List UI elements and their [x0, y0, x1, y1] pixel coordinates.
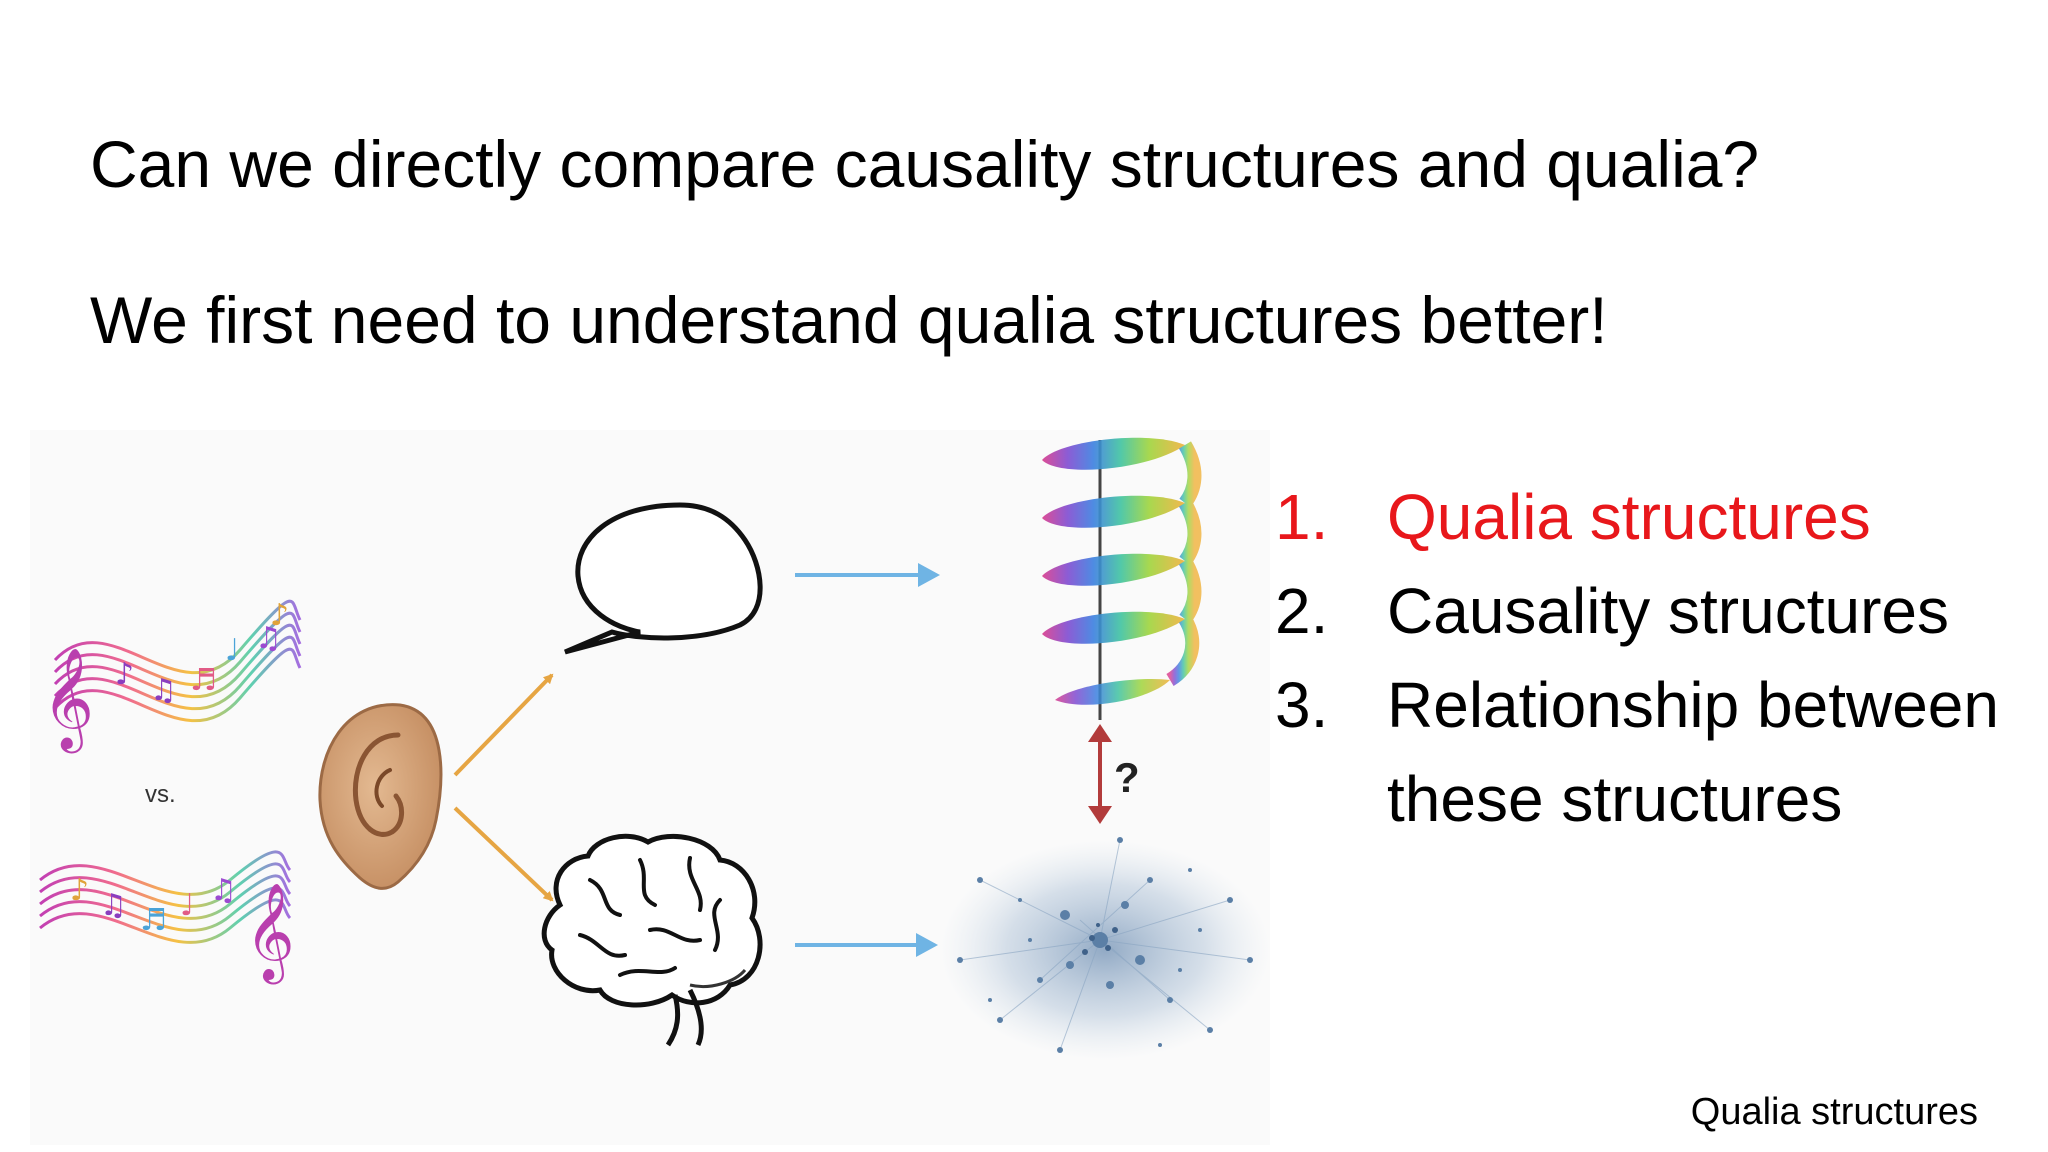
- svg-text:♩: ♩: [225, 633, 239, 668]
- outline-item-text: Causality structures: [1387, 575, 1949, 647]
- outline-item-text: Qualia structures: [1387, 481, 1871, 553]
- music-staff-top-icon: 𝄞 ♪♫ ♬♩ ♫♪: [42, 598, 302, 754]
- svg-text:♫: ♫: [210, 873, 237, 908]
- brain-icon: [541, 833, 763, 1047]
- svg-text:♪: ♪: [115, 657, 134, 692]
- vs-label: vs.: [145, 781, 176, 808]
- svg-text:♪: ♪: [70, 873, 89, 908]
- svg-text:♬: ♬: [140, 903, 167, 938]
- color-helix-icon: [1042, 437, 1202, 720]
- svg-text:𝄞: 𝄞: [245, 882, 295, 984]
- network-graph-icon: [940, 837, 1270, 1060]
- outline-item-causality-structures: 2. Causality structures: [1275, 564, 2035, 658]
- svg-text:♩: ♩: [180, 888, 194, 923]
- slide-subtitle: We first need to understand qualia struc…: [90, 283, 1608, 357]
- question-mark: ?: [1114, 754, 1140, 801]
- speech-bubble-icon: [564, 502, 763, 655]
- outline-list: 1. Qualia structures 2. Causality struct…: [1275, 470, 2035, 846]
- outline-item-relationship: 3. Relationship between these structures: [1275, 658, 2035, 846]
- svg-text:♪: ♪: [270, 598, 289, 633]
- ear-icon: [318, 703, 443, 890]
- outline-item-number: 2.: [1275, 575, 1329, 647]
- outline-item-number: 1.: [1275, 481, 1329, 553]
- arrow-to-brain-icon: [453, 806, 554, 902]
- svg-text:♫: ♫: [100, 888, 127, 923]
- arrow-to-bubble-icon: [453, 673, 554, 777]
- outline-item-qualia-structures: 1. Qualia structures: [1275, 470, 2035, 564]
- arrow-brain-to-network-icon: [795, 933, 938, 957]
- slide-footer: Qualia structures: [1690, 1091, 1978, 1133]
- arrow-bubble-to-helix-icon: [795, 563, 940, 587]
- bidirectional-arrow-icon: [1088, 724, 1112, 824]
- outline-item-text: Relationship between these structures: [1387, 669, 1999, 835]
- svg-text:♫: ♫: [255, 621, 282, 656]
- svg-text:♫: ♫: [150, 673, 177, 708]
- svg-text:𝄞: 𝄞: [42, 646, 94, 754]
- svg-text:♬: ♬: [190, 663, 217, 698]
- outline-item-number: 3.: [1275, 669, 1329, 741]
- music-staff-bottom-icon: 𝄞 ♪ ♫ ♬ ♩ ♫: [39, 850, 295, 984]
- slide-title: Can we directly compare causality struct…: [90, 127, 1760, 201]
